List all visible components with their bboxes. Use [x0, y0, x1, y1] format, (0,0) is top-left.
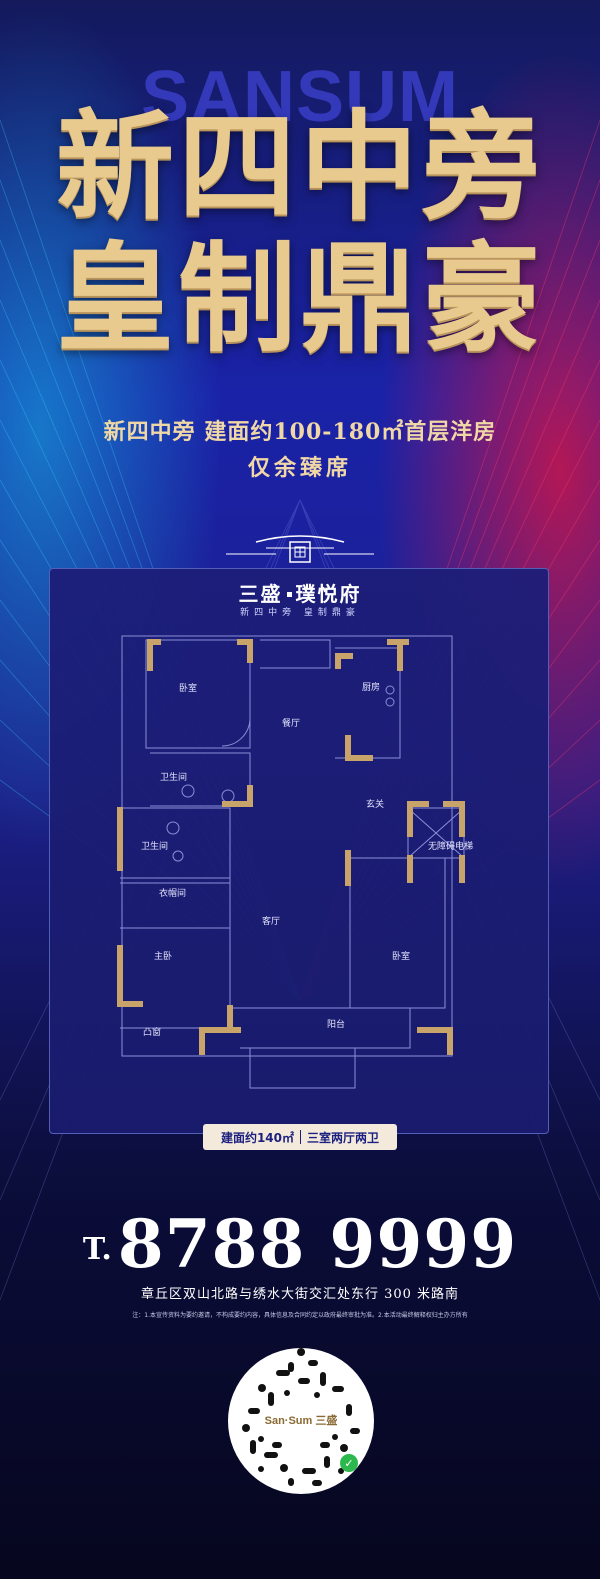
layout-value: 三室两厅两卫 [307, 1130, 380, 1145]
floorplan-drawing [117, 635, 465, 1089]
room-label-bath-2: 卫生间 [141, 842, 169, 852]
phone-prefix: T. [82, 1232, 112, 1267]
room-label-bay: 凸窗 [143, 1028, 162, 1038]
address-text: 章丘区双山北路与绣水大街交汇处东行 300 米路南 [140, 1287, 460, 1302]
room-label-master: 主卧 [154, 952, 173, 962]
room-label-foyer: 玄关 [366, 800, 385, 810]
area-value: 建面约140㎡ [220, 1130, 295, 1145]
title-dot-icon [286, 592, 292, 597]
qr-code[interactable]: San·Sum 三盛 ✓ [228, 1348, 374, 1494]
subheadline-line-1: 新四中旁 建面约100-180㎡首层洋房 [103, 419, 497, 445]
room-label-living: 客厅 [262, 917, 281, 927]
project-title-left: 三盛 [238, 582, 283, 606]
room-label-elevator: 无障碍电梯 [428, 842, 474, 852]
phone-digits: 8788 9999 [117, 1205, 518, 1283]
brand-watermark: SANSUM [140, 57, 459, 137]
qr-logo: San·Sum 三盛 [262, 1408, 340, 1432]
room-label-dining: 餐厅 [282, 719, 301, 729]
project-title-right: 璞悦府 [295, 582, 362, 606]
room-label-bedroom-e: 卧室 [392, 952, 411, 962]
headline-line-1: 新四中旁 [55, 97, 544, 236]
project-title: 三盛璞悦府 [0, 578, 600, 607]
floorplan-card [49, 568, 549, 1134]
room-label-bedroom-nw: 卧室 [179, 684, 198, 694]
room-label-bath-1: 卫生间 [160, 773, 188, 783]
phone-number[interactable]: T.8788 9999 [0, 1205, 600, 1283]
subheadline-line-2: 仅余臻席 [247, 455, 352, 481]
room-label-kitchen: 厨房 [362, 683, 381, 693]
qr-pattern [242, 1348, 360, 1486]
room-label-balcony: 阳台 [327, 1020, 346, 1030]
ornament-icon [226, 535, 374, 563]
headline-line-2: 皇制鼎豪 [55, 229, 544, 368]
mini-program-icon: ✓ [340, 1454, 358, 1472]
project-tagline: 新四中旁 皇制鼎豪 [240, 608, 360, 618]
area-badge: 建面约140㎡ 三室两厅两卫 [203, 1124, 397, 1150]
room-label-closet: 衣帽间 [159, 889, 187, 899]
area-divider [300, 1130, 302, 1144]
disclaimer-note: 注：1.本宣传资料为要约邀请，不构成要约内容，具体信息及合同约定以政府最终审批为… [132, 1312, 468, 1319]
